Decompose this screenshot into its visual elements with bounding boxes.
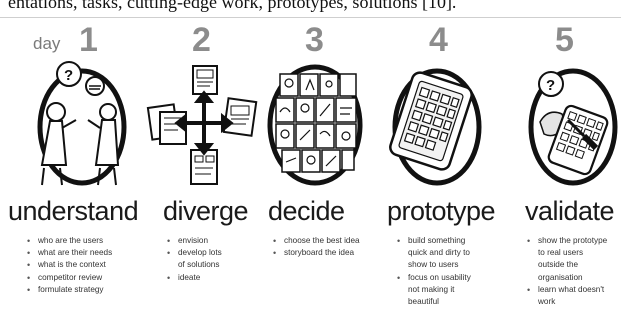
list-item: of solutions <box>178 260 220 270</box>
list-item: what are their needs <box>26 247 112 259</box>
list-item: work <box>538 297 556 307</box>
two-people-talking-illustration: ? <box>37 61 127 186</box>
user-testing-tablet-illustration: ? <box>528 68 618 186</box>
list-item: show the prototype <box>526 235 607 247</box>
list-item: to real users <box>538 248 584 258</box>
stage-number-1: 1 <box>79 21 98 59</box>
list-item: who are the users <box>26 235 112 247</box>
stage-bullets-understand: who are the users what are their needs w… <box>26 235 112 296</box>
stage-title-validate: validate <box>525 196 615 226</box>
list-item: outside the <box>538 260 579 270</box>
list-item: competitor review <box>26 272 112 284</box>
cut-off-text: entations, tasks, cutting-edge work, pro… <box>8 0 457 12</box>
stage-title-understand: understand <box>8 196 139 226</box>
stage-bullets-prototype: build something quick and dirty to show … <box>396 235 471 308</box>
list-item: formulate strategy <box>26 284 112 296</box>
list-item: beautiful <box>408 297 439 307</box>
stage-title-prototype: prototype <box>387 196 496 226</box>
list-item: build something <box>396 235 471 247</box>
tablet-prototype-illustration <box>389 68 482 186</box>
list-item: focus on usability <box>396 272 471 284</box>
list-item: choose the best idea <box>272 235 360 247</box>
stage-bullets-diverge: envision develop lots of solutions ideat… <box>166 235 222 284</box>
list-item: learn what doesn't <box>526 284 607 296</box>
question-mark: ? <box>64 67 73 84</box>
list-item: not making it <box>408 284 455 294</box>
arrows-and-sketches-illustration <box>146 65 258 185</box>
stage-number-5: 5 <box>555 21 574 59</box>
stage-title-decide: decide <box>268 196 345 226</box>
list-item: quick and dirty to <box>408 248 470 258</box>
day-label: day <box>33 34 61 53</box>
stage-number-2: 2 <box>192 21 211 59</box>
list-item: envision <box>166 235 222 247</box>
stage-number-3: 3 <box>305 21 324 59</box>
list-item: ideate <box>166 272 222 284</box>
list-item: develop lots <box>166 247 222 259</box>
divider <box>0 17 621 18</box>
stage-bullets-validate: show the prototype to real users outside… <box>526 235 607 308</box>
list-item: what is the context <box>26 259 112 271</box>
stage-bullets-decide: choose the best idea storyboard the idea <box>272 235 360 260</box>
list-item: organisation <box>538 272 583 282</box>
cut-off-text-line: entations, tasks, cutting-edge work, pro… <box>0 0 621 18</box>
list-item: show to users <box>408 260 459 270</box>
storyboard-illustration <box>267 64 363 186</box>
list-item: storyboard the idea <box>272 247 360 259</box>
stage-title-diverge: diverge <box>163 196 249 226</box>
question-mark: ? <box>546 77 555 94</box>
stage-number-4: 4 <box>429 21 448 59</box>
